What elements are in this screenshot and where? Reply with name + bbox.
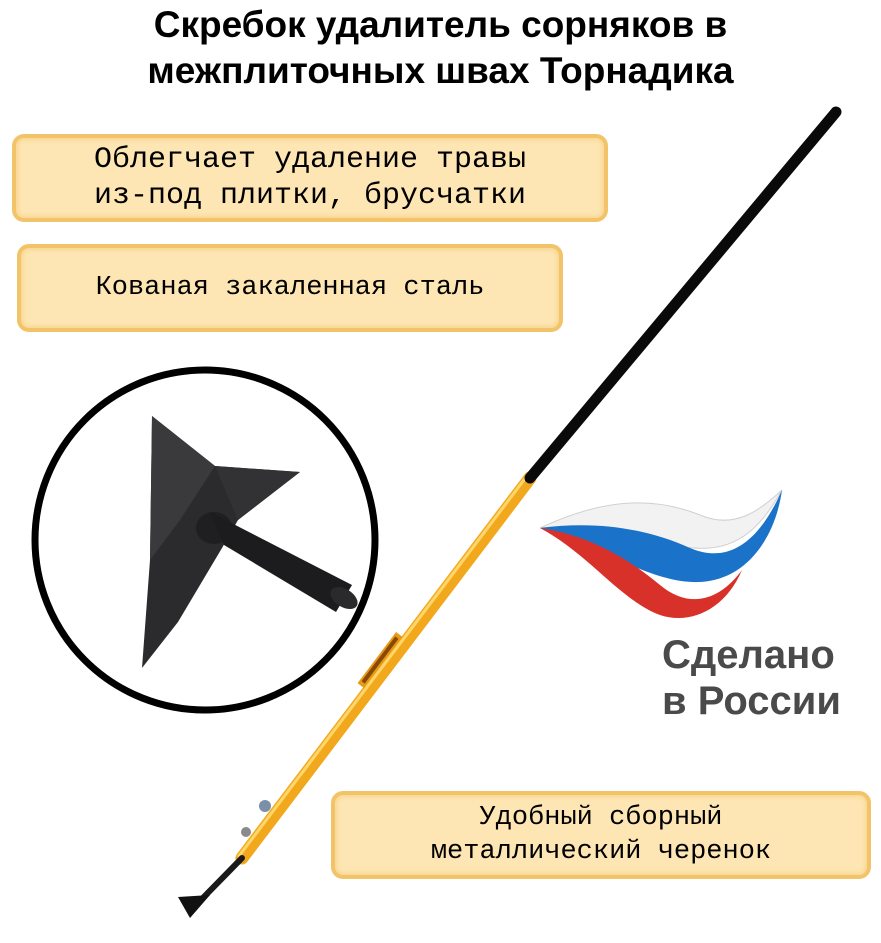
- feature-text-line: из-под плитки, брусчатки: [93, 179, 527, 213]
- handle-black-section: [524, 106, 842, 484]
- page-title: Скребок удалитель сорняков в межплиточны…: [0, 2, 881, 94]
- handle-highlight: [237, 474, 529, 858]
- made-in-line-1: Сделано: [662, 633, 835, 677]
- feature-text-line: Кованая закаленная сталь: [95, 273, 485, 303]
- handle-joint: [259, 800, 271, 812]
- feature-text-line: металлический черенок: [430, 837, 772, 867]
- made-in-line-2: в России: [662, 679, 841, 723]
- handle-joint: [241, 827, 251, 837]
- feature-text-line: Удобный сборный: [479, 803, 723, 833]
- feature-callout-handle: Удобный сборный металлический черенок: [331, 791, 871, 879]
- brand-sticker: [357, 632, 403, 688]
- russian-flag-swoosh-icon: [539, 489, 783, 618]
- feature-text-line: Облегчает удаление травы: [93, 143, 527, 177]
- feature-callout-forged-steel: Кованая закаленная сталь: [17, 244, 563, 332]
- handle-yellow-section: [235, 471, 537, 865]
- mini-blade: [178, 895, 210, 918]
- feature-callout-grass-removal: Облегчает удаление травы из-под плитки, …: [12, 134, 608, 222]
- blade-closeup-icon: [31, 366, 379, 714]
- made-in-russia-badge: Сделано в России: [662, 632, 841, 724]
- weeder-tool-illustration: [178, 106, 842, 918]
- page-title-line-2: межплиточных швах Торнадика: [147, 50, 734, 91]
- page-title-line-1: Скребок удалитель сорняков в: [153, 4, 728, 45]
